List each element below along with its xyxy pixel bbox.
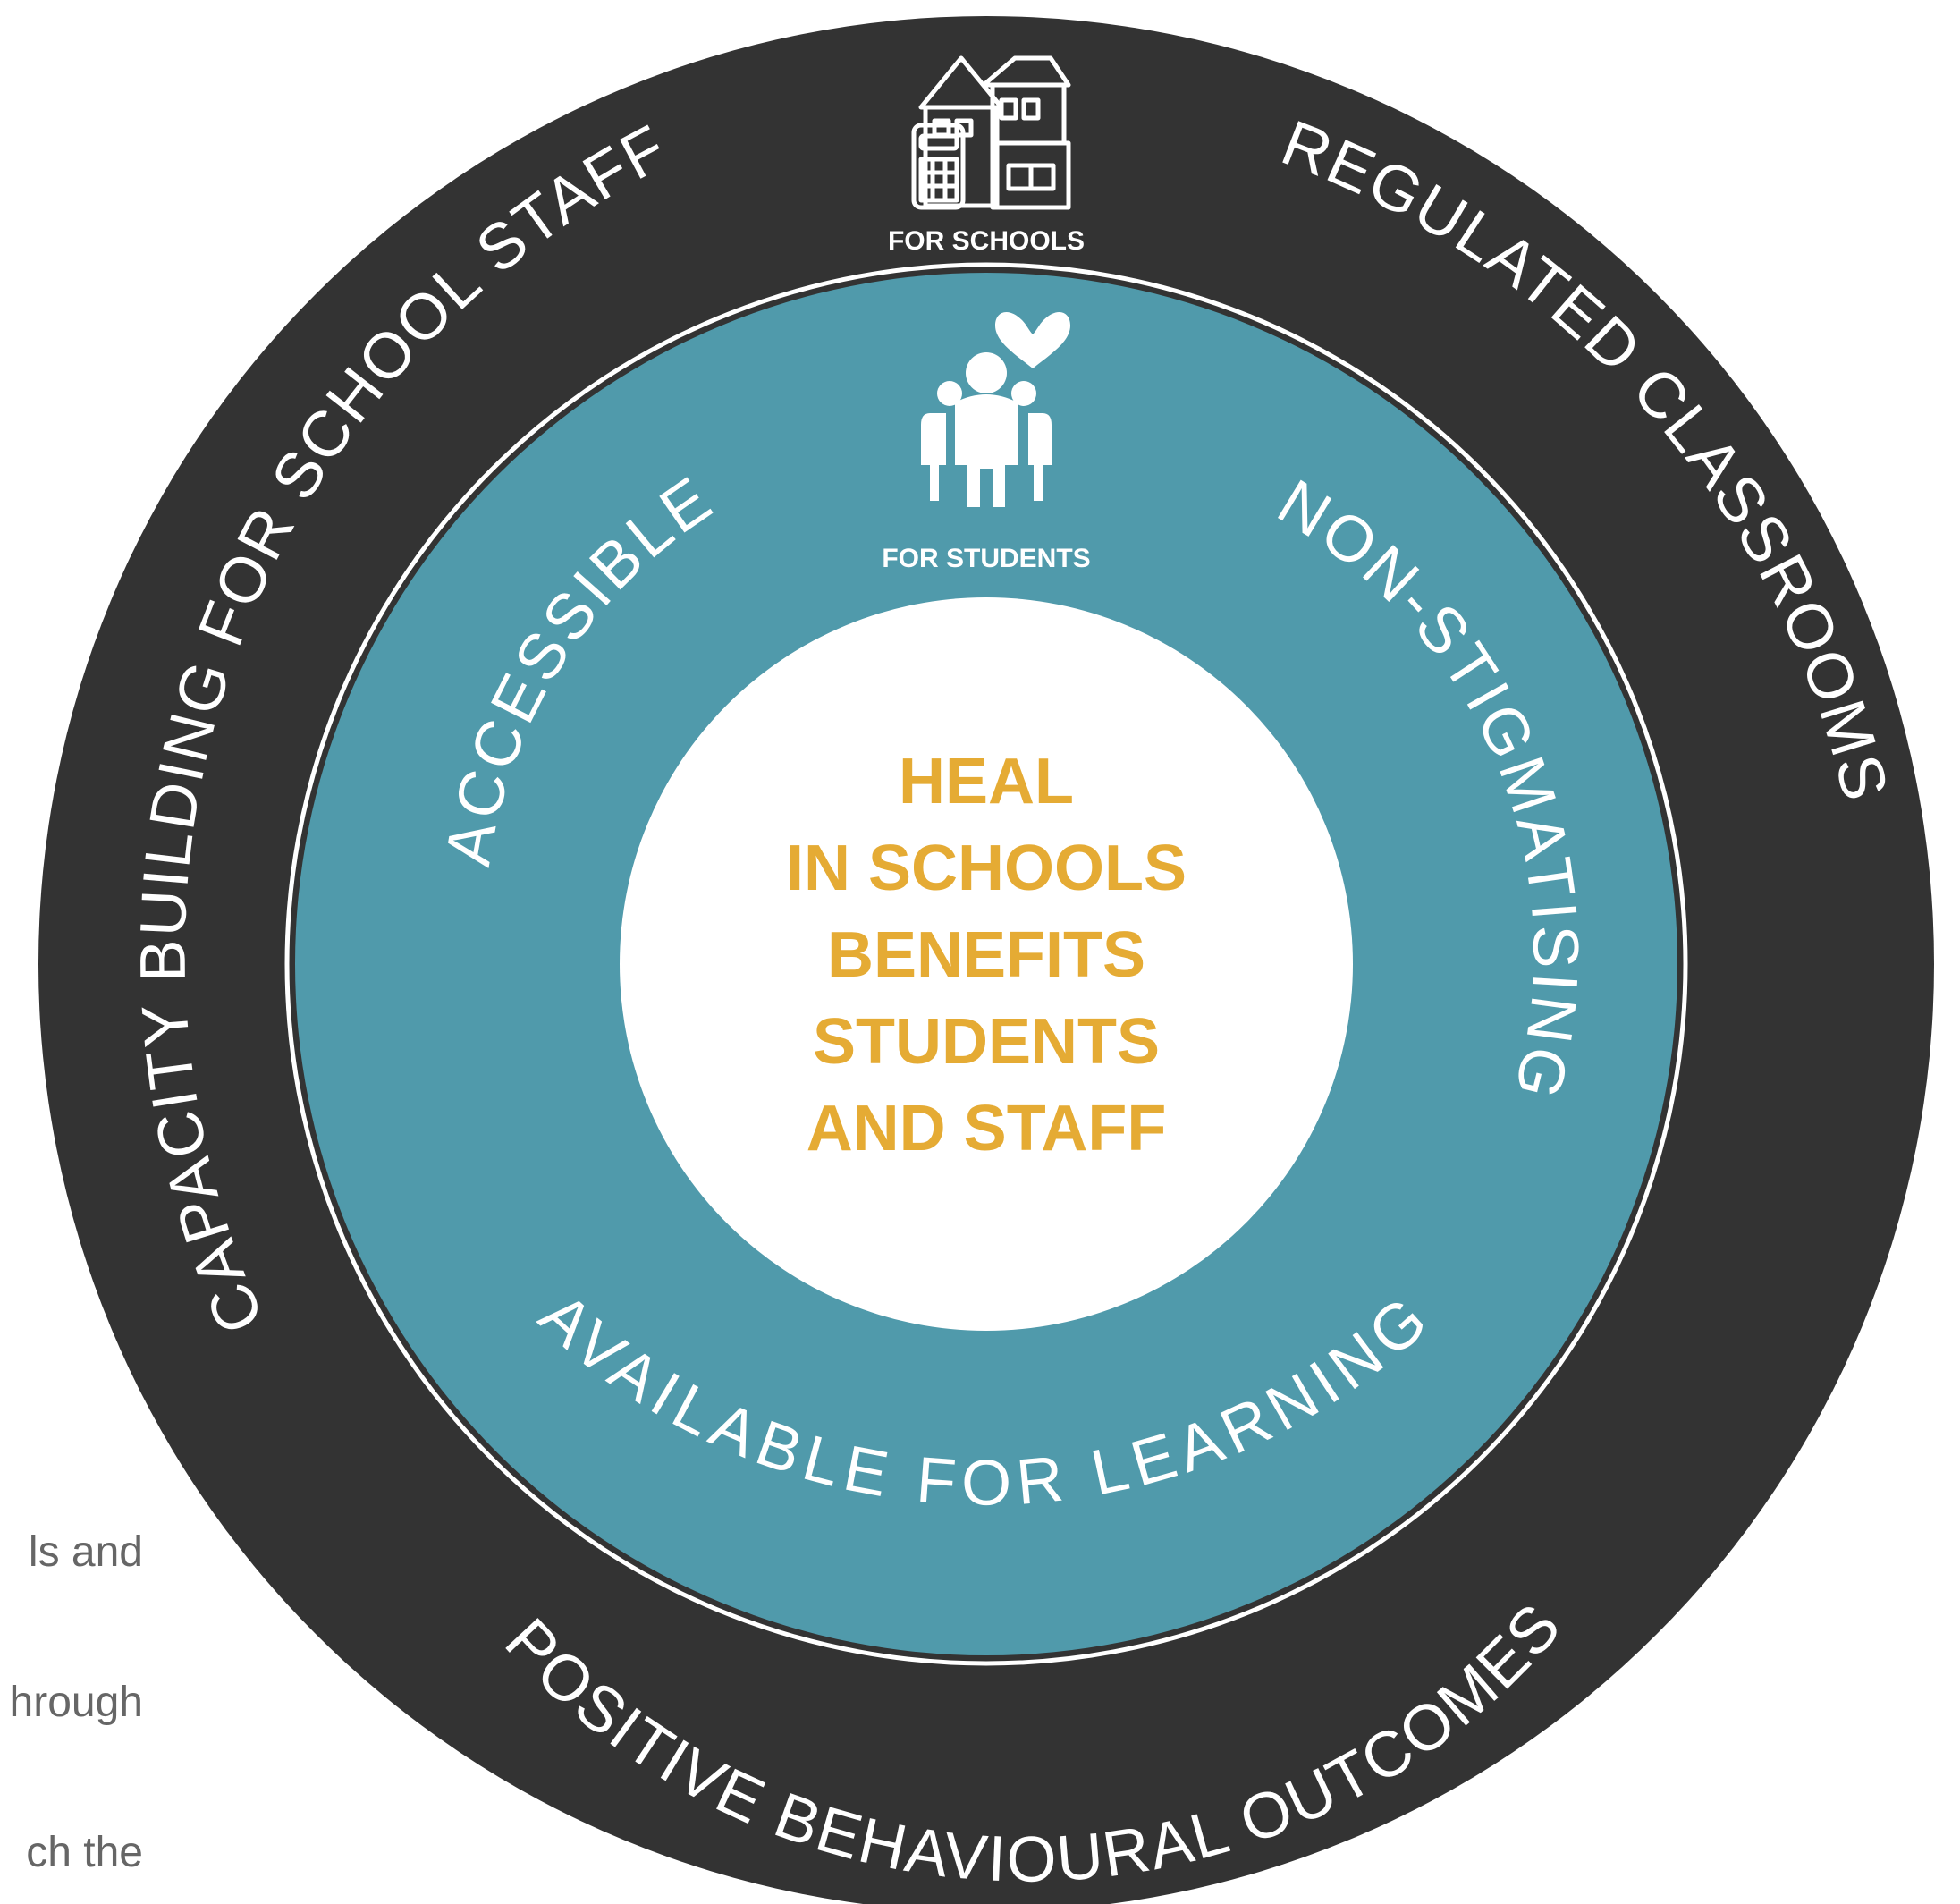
center-line: HEAL [899,746,1074,817]
center-heading: HEAL IN SCHOOLS BENEFITS STUDENTS AND ST… [786,746,1187,1164]
center-circle [620,597,1353,1331]
school-buildings-icon [911,55,1071,210]
for-schools-label: FOR SCHOOLS [888,226,1085,256]
ring-divider [284,262,1688,1666]
family-heart-icon [921,312,1070,507]
side-text-line: ls and [28,1528,143,1576]
center-line: STUDENTS [813,1006,1160,1078]
center-line: BENEFITS [827,919,1145,991]
center-line: IN SCHOOLS [786,833,1187,904]
side-text-line: hrough [9,1679,143,1726]
for-students-label: FOR STUDENTS [882,544,1090,573]
side-text-line: ch the [26,1829,143,1876]
center-line: AND STAFF [807,1093,1167,1164]
